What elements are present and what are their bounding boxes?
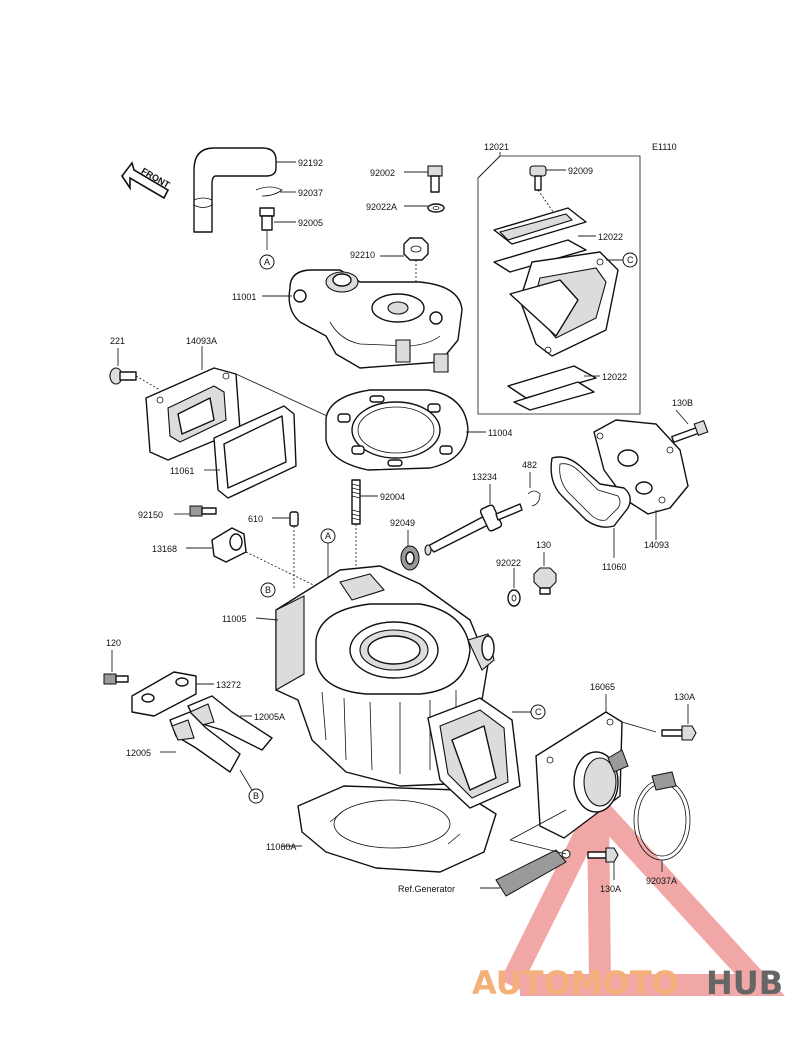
callout-11001: 11001 (232, 292, 256, 302)
ref-b-bottom-label: B (253, 791, 259, 801)
callout-482: 482 (522, 460, 537, 470)
callout-13168: 13168 (152, 544, 177, 554)
callout-92037A: 92037A (646, 876, 677, 886)
ref-c-mid-label: C (535, 707, 542, 717)
holder-13168 (211, 527, 247, 563)
callout-92009: 92009 (568, 166, 593, 176)
callout-610: 610 (248, 514, 263, 524)
callout-92192: 92192 (298, 158, 323, 168)
watermark-text-primary: AUTOMOTO (472, 964, 679, 1002)
hose-92192 (193, 147, 277, 233)
bolt-130 (533, 567, 557, 595)
gasket-11060A (297, 785, 497, 873)
callout-12005: 12005 (126, 748, 151, 758)
callout-130A-bottom: 130A (600, 884, 621, 894)
callout-11061: 11061 (170, 466, 194, 476)
callout-221: 221 (110, 336, 125, 346)
callout-92002: 92002 (370, 168, 395, 178)
reed-block (509, 251, 619, 357)
ref-a-mid-label: A (325, 531, 331, 541)
callout-12021: 12021 (484, 142, 509, 152)
pin-610 (289, 511, 299, 527)
stud-92004 (351, 479, 361, 525)
callout-92150: 92150 (138, 510, 163, 520)
ref-a-top (259, 254, 275, 270)
watermark-text-secondary: HUB (706, 964, 783, 1002)
callout-12022-b: 12022 (602, 372, 627, 382)
callout-92022: 92022 (496, 558, 521, 568)
callout-92210: 92210 (350, 250, 375, 260)
front-arrow-icon: FRONT (121, 161, 172, 200)
gasket-11061 (213, 405, 297, 499)
callout-16065: 16065 (590, 682, 615, 692)
shaft-13234 (424, 503, 523, 556)
callout-14093: 14093 (644, 540, 669, 550)
bolt-92150 (189, 505, 217, 517)
ref-b-left (260, 582, 276, 598)
callout-11004: 11004 (488, 428, 512, 438)
fitting-92005 (259, 207, 275, 250)
callout-12005A: 12005A (254, 712, 285, 722)
callout-92049: 92049 (390, 518, 415, 528)
bolt-130B (671, 419, 709, 443)
diagram-code: E1110 (652, 142, 677, 152)
callout-92022A: 92022A (366, 202, 397, 212)
callout-92037: 92037 (298, 188, 323, 198)
bolt-130A-top (661, 725, 697, 741)
watermark-triangle (500, 779, 785, 996)
cover-14093 (593, 419, 689, 515)
ref-c-top-label: C (627, 255, 634, 265)
callout-13234: 13234 (472, 472, 497, 482)
ref-b-left-label: B (265, 585, 271, 595)
manifold-16065 (535, 711, 629, 839)
gasket-11060 (550, 456, 631, 528)
callout-120: 120 (106, 638, 121, 648)
reed-valve-box (477, 152, 641, 415)
callout-11060A: 11060A (266, 842, 296, 852)
ref-b-bottom (248, 788, 264, 804)
callout-130B: 130B (672, 398, 693, 408)
callout-130A-top: 130A (674, 692, 695, 702)
valve-12005 (169, 711, 241, 773)
callout-11005: 11005 (222, 614, 246, 624)
head-gasket-11004 (325, 389, 469, 471)
ref-a-top-label: A (264, 257, 270, 267)
screw-92009 (529, 165, 547, 191)
callout-12022-a: 12022 (598, 232, 623, 242)
bolt-221 (109, 367, 137, 385)
callout-14093A: 14093A (186, 336, 217, 346)
bolt-120 (103, 673, 129, 685)
nut-92210 (403, 237, 429, 261)
callout-13272: 13272 (216, 680, 241, 690)
cylinder-head-11001 (288, 269, 463, 373)
seal-92049 (400, 545, 420, 571)
reed-housing (427, 697, 521, 809)
callout-92004: 92004 (380, 492, 405, 502)
callout-11060: 11060 (602, 562, 626, 572)
bolt-130A-bottom (587, 847, 619, 863)
callout-130: 130 (536, 540, 551, 550)
generator-ref-rod (495, 849, 571, 897)
plate-13272 (131, 671, 197, 717)
bolt-92002 (427, 165, 443, 193)
callout-92005: 92005 (298, 218, 323, 228)
ref-generator-label: Ref.Generator (398, 884, 455, 894)
clamp-92037A (633, 771, 691, 861)
